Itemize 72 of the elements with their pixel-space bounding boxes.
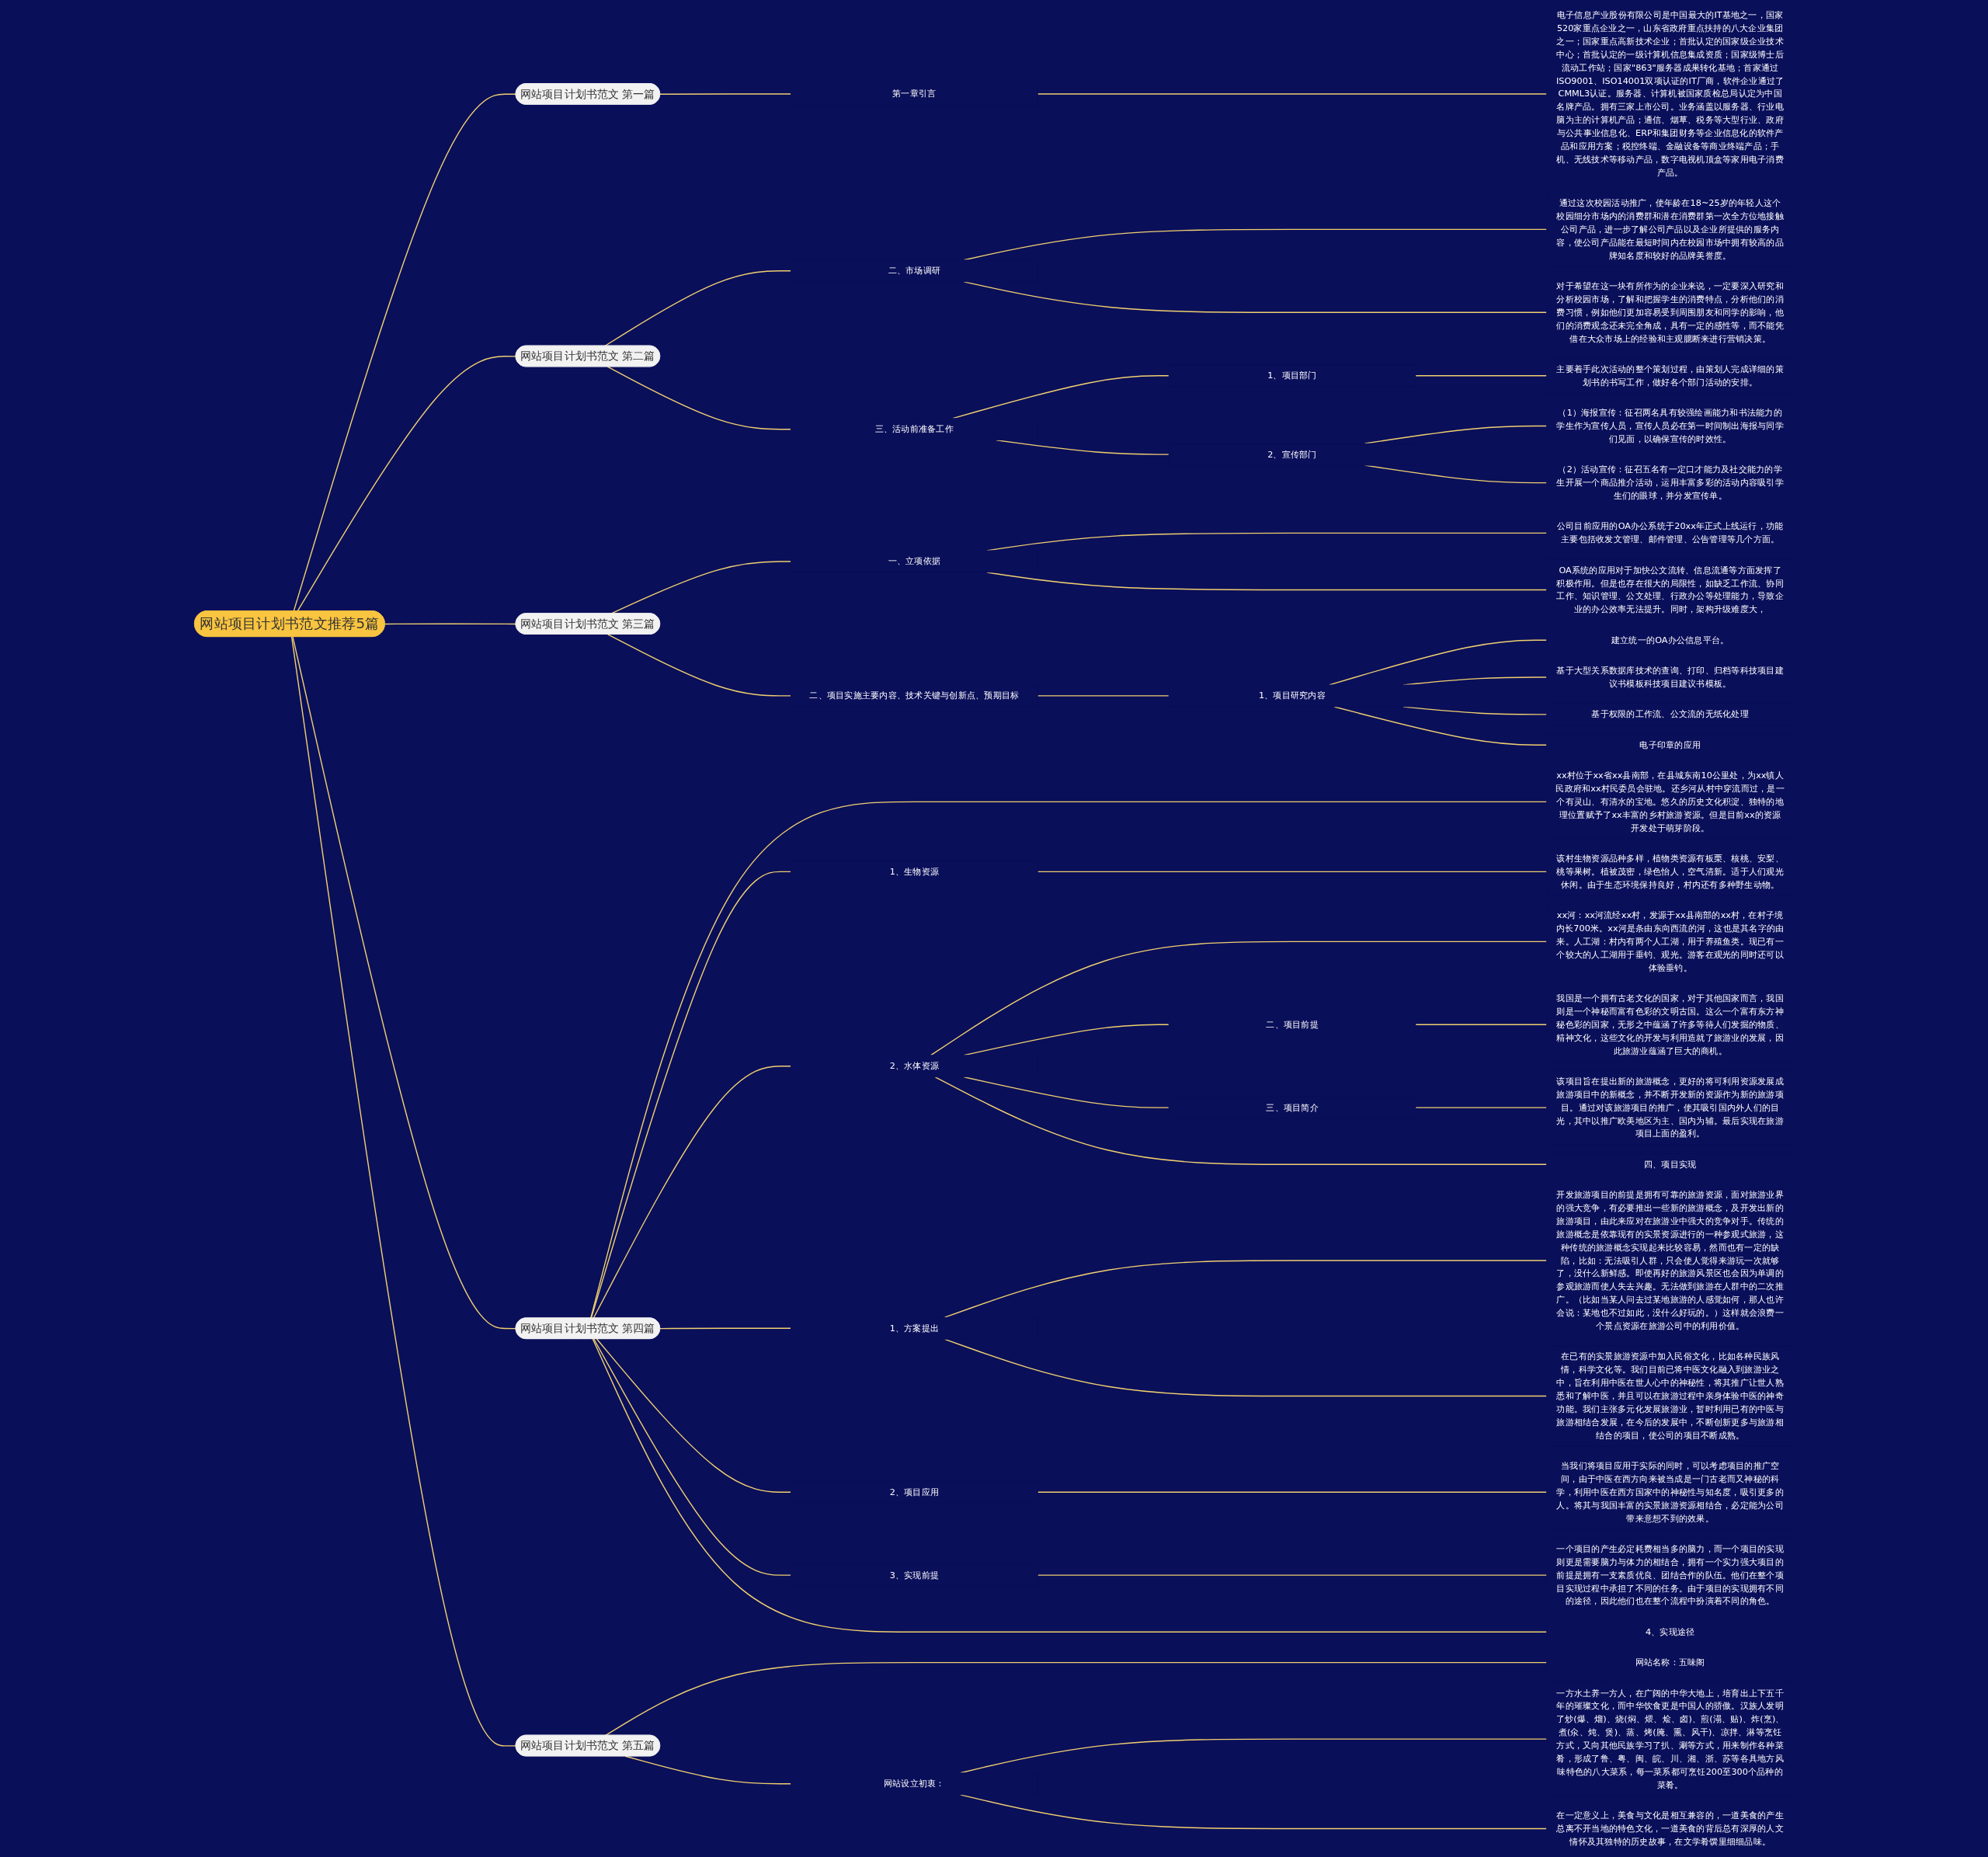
- connector: [292, 636, 517, 1330]
- connector: [607, 634, 792, 697]
- node-text: （2）活动宣传：征召五名有一定口才能力及社交能力的学生开展一个商品推介活动，运用丰富多彩的活动内容吸引学生们的眼球，并分发宣传单。: [1556, 464, 1784, 501]
- node-text: 四、项目实现: [1643, 1159, 1697, 1170]
- node-text: 开发旅游项目的前提是拥有可靠的旅游资源，面对旅游业界的强大竞争，有必要推出一些新的旅游概念，及开发出新的旅游项目，由此来应对在旅游业中强大的竞争对手。传统的旅游概念是依靠现有的实景资源进行的一种参观式旅游，这种传统的旅游概念实现起来比较容易，然而也有一定的缺陷，比如：无法吸引人群，只会使人觉得来游玩一次就够了，没什么新鲜感。即使再好的旅游风景区也会因为单调的参观旅游而使人失去兴趣。无法做到旅游在人群中的二次推广。（比如当某人问去过某地旅游的人感觉如何，那人也许会说：某地也不过如此，没什么好玩的。）这样就会浪费一个景点资源在旅游公司中的利用价值。: [1556, 1189, 1784, 1331]
- connector: [596, 1338, 792, 1493]
- connector: [1415, 375, 1548, 377]
- connector: [960, 1794, 1548, 1830]
- connector: [604, 270, 792, 347]
- node-text: 2、项目应用: [889, 1487, 940, 1497]
- node-text: 在一定意义上，美食与文化是相互兼容的，一道美食的产生总离不开当地的特色文化，一道美食的背后总有深厚的人文情怀及其独特的历史故事，在文学肴馔里细细品味。: [1556, 1810, 1784, 1847]
- node-text: 一、立项依据: [888, 555, 941, 567]
- node-text: 二、市场调研: [888, 265, 941, 276]
- node-text: 基于权限的工作流、公文流的无纸化处理: [1591, 708, 1749, 720]
- node-text: 二、项目实施主要内容、技术关键与创新点、预期目标: [809, 690, 1020, 701]
- node-text: （1）海报宣传：征召两名具有较强绘画能力和书法能力的学生作为宣传人员，宣传人员必在第一时间制出海报与同学们见面，以确保宣传的时效性。: [1556, 407, 1784, 444]
- node-text: 该项目旨在提出新的旅游概念，更好的将可利用资源发展成旅游项目中的新概念，并不断开发新的资源作为新的旅游项目。通过对该旅游项目的推广，使其吸引国内外人们的目光，其中以推广欧美地区为主、国内为辅。最后实现在旅游项目上面的盈利。: [1556, 1076, 1784, 1139]
- node-text: 基于大型关系数据库技术的查询、打印、归档等科技项目建议书模板科技项目建议书模板。: [1556, 665, 1784, 689]
- connector: [604, 1661, 1548, 1737]
- node-text: 1、生物资源: [889, 866, 940, 877]
- node-text: 当我们将项目应用于实际的同时，可以考虑项目的推广空间，由于中医在西方向来被当成是一门古老而又神秘的科学，利用中医在西方国家中的神秘性与知名度，吸引更多的人。将其与我国丰富的实景旅游资源相结合，必定能为公司带来意想不到的效果。: [1556, 1460, 1784, 1524]
- node-text: 三、项目简介: [1266, 1102, 1319, 1113]
- node-text: 通过这次校园活动推广，使年龄在18~25岁的年轻人这个校园细分市场内的消费群和潜在消费群第一次全方位地接触公司产品，进一步了解公司产品以及企业所提供的服务内容，使公司产品能在最短时间内在校园市场中拥有较高的品牌知名度和较好的品牌美誉度。: [1556, 197, 1784, 261]
- connector: [592, 1338, 1548, 1633]
- node-text: 在已有的实景旅游资源中加入民俗文化，比如各种民族风情，科学文化等。我们目前已将中医文化融入到旅游业之中，旨在利用中医在世人心中的神秘性，将其推广让世人熟悉和了解中医，并且可以在旅游过程中亲身体验中医的神奇功能。我们主张多元化发展旅游业，暂时利用已有的中医与旅游相结合发展，在今后的发展中，不断创新更多与旅游相结合的项目，使公司的项目不断成熟。: [1556, 1351, 1784, 1441]
- connector: [384, 623, 517, 625]
- node-text: 一个项目的产生必定耗费相当多的脑力，而一个项目的实现则更是需要脑力与体力的相结合，拥有一个实力强大项目的前提是拥有一支素质优良、团结合作的队伍。他们在整个项目实现过程中承担了不同的任务。由于项目的实现拥有不同的途径，因此他们也在整个流程中扮演着不同的角色。: [1556, 1543, 1784, 1607]
- node-text: OA系统的应用对于加快公文流转、信息流通等方面发挥了积极作用。但是也存在很大的局限性，如缺乏工作流、协同工作、知识管理、公文处理、行政办公等处理能力，导致企业的办公效率无法提升。同时，架构升级难度大，: [1556, 565, 1784, 615]
- node-text: 1、项目研究内容: [1259, 690, 1326, 701]
- node-text: 1、方案提出: [889, 1323, 940, 1334]
- node-text: 电子印章的应用: [1639, 739, 1701, 750]
- node-text: 主要着手此次活动的整个策划过程，由策划人完成详细的策划书的书写工作，做好各个部门活动的安排。: [1556, 363, 1784, 388]
- connector: [1037, 1574, 1548, 1576]
- node-text: 2、水体资源: [889, 1060, 940, 1072]
- connector: [606, 366, 792, 430]
- connector: [590, 871, 792, 1319]
- node-text: 建立统一的OA办公信息平台。: [1611, 635, 1729, 645]
- node-text: 对于希望在这一块有所作为的企业来说，一定要深入研究和分析校园市场，了解和把握学生的消费特点，分析他们的消费习惯，例如他们更加容易受到周围朋友和同学的影响，他们的消费观念还未完全角成，具有一定的感性等，而不能凭借在大众市场上的经验和主观臆断来进行营销决策。: [1556, 280, 1784, 344]
- node-text: 第一章引言: [892, 88, 937, 99]
- node-text: 网站设立初衷：: [883, 1778, 945, 1789]
- node-text: 二、项目前提: [1266, 1019, 1319, 1030]
- connector: [659, 1327, 792, 1330]
- node-text: 2、宣传部门: [1267, 449, 1317, 460]
- connector: [1037, 695, 1170, 697]
- connector: [593, 1338, 792, 1576]
- connector: [659, 93, 792, 95]
- connector: [934, 1076, 1548, 1165]
- node-text: 该村生物资源品种多样，植物类资源有板栗、核桃、安梨、桃等果树。植被茂密，绿色怡人，空气清新。适于人们观光休闲。由于生态环境保持良好，村内还有多种野生动物。: [1556, 853, 1784, 890]
- connector: [593, 1066, 792, 1319]
- node-text: 公司目前应用的OA办公系统于20xx年正式上线运行，功能主要包括收发文管理、邮件管理、公告管理等几个方面。: [1556, 520, 1784, 545]
- node-text: 一方水土养一方人，在广阔的中华大地上，培育出上下五千年的璀璨文化，而中华饮食更是中国人的骄傲。汉族人发明了炒(爆、熘)、烧(焖、煨、烩、卤)、煎(溻、贴)、炸(烹)、煮(氽、炖、煲)、蒸、烤(腌、熏、风干)、凉拌、淋等烹饪方式，又向其他民族学习了扒、涮等方式，用来制作各种菜肴，形成了鲁、粤、闽、皖、川、湘、浙、苏等各具地方风味特色的八大菜系，每一菜系都可烹饪200至300个品种的菜肴。: [1555, 1688, 1785, 1790]
- node-text: xx河：xx河流经xx村，发源于xx县南部的xx村，在村子境内长700米。xx河是条由东向西流的河，这也是其名字的由来。人工湖：村内有两个人工湖，用于养殖鱼类。现已有一个较大的人工湖用于垂钓、观光。游客在观光的同时还可以体验垂钓。: [1555, 909, 1785, 973]
- connector: [1037, 93, 1548, 95]
- node-text: 电子信息产业股份有限公司是中国最大的IT基地之一，国家520家重点企业之一，山东省政府重点扶持的八大企业集团之一；国家重点高新技术企业；首批认定的国家级企业技术中心；首批认定的一级计算机信息集成资质；国家级博士后流动工作站；国家"863"服务器成果转化基地；首家通过ISO9001、ISO14001双项认证的IT厂商，软件企业通过了CMML3认证。服务器、计算机被国家质检总局认定为中国名牌产品。拥有三家上市公司。业务涵盖以服务器、行业电脑为主的计算机产品；通信、烟草、税务等大型行业、政府与公共事业信息化、ERP和集团财务等企业信息化的软件产品和应用方案；税控终端、金融设备等商业终端产品；手机、无线技术等移动产品，数字电视机顶盒等家用电子消费产品。: [1556, 9, 1785, 178]
- connector: [297, 356, 517, 612]
- node-text: 我国是一个拥有古老文化的国家，对于其他国家而言，我国则是一个神秘而富有色彩的文明古国。这么一个富有东方神秘色彩的国家，无形之中蕴涵了许多等待人们发掘的物质、精神文化，这些文化的开发与利用造就了旅游业的发展，因此旅游业蕴涵了巨大的商机。: [1556, 993, 1784, 1056]
- connector: [290, 636, 517, 1747]
- node-text: 4、实现途径: [1645, 1626, 1695, 1637]
- node-text: 三、活动前准备工作: [874, 423, 954, 435]
- node-text: 3、实现前提: [889, 1570, 940, 1581]
- node-text: 1、项目部门: [1267, 370, 1317, 381]
- connector: [1037, 871, 1548, 873]
- connector: [590, 801, 1548, 1319]
- connector: [930, 941, 1548, 1056]
- connector: [624, 1755, 792, 1785]
- connector: [944, 1260, 1548, 1318]
- node-text: xx村位于xx省xx县南部，在县城东南10公里处，为xx镇人民政府和xx村民委员会驻地。还乡河从村中穿流而过，是一个有灵山、有清水的宝地。悠久的历史文化积淀、独特的地理位置赋予了xx丰富的乡村旅游资源。但是目前xx的资源开发处于萌芽阶段。: [1555, 770, 1785, 833]
- connector: [293, 93, 517, 612]
- connector: [1415, 1024, 1548, 1025]
- node-text: 网站名称：五味阁: [1635, 1657, 1705, 1667]
- connector: [1415, 1107, 1548, 1108]
- connector: [1037, 1491, 1548, 1493]
